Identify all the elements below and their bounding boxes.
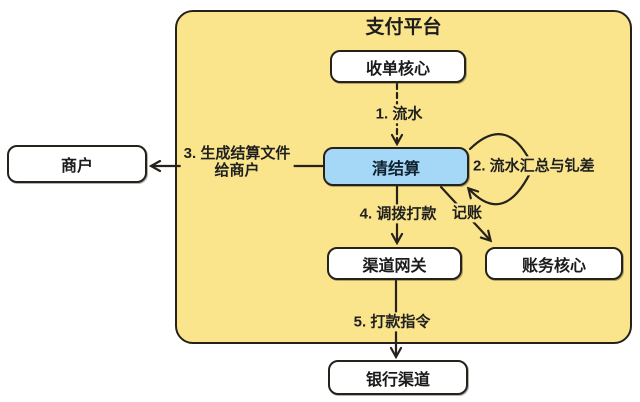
edge-label-payment-order: 5. 打款指令 bbox=[350, 312, 434, 332]
node-acquiring-core: 收单核心 bbox=[330, 50, 466, 83]
edge-label-flow: 1. 流水 bbox=[372, 104, 426, 124]
edge-label-settlement-file-line2: 给商户 bbox=[214, 162, 260, 179]
edge-label-transfer-payment: 4. 调拨打款 bbox=[356, 204, 440, 224]
node-bank-channel: 银行渠道 bbox=[328, 360, 468, 395]
edge-label-bookkeeping: 记账 bbox=[448, 203, 486, 223]
edge-label-settlement-file: 3. 生成结算文件 给商户 bbox=[180, 143, 294, 181]
node-merchant: 商户 bbox=[7, 145, 147, 183]
node-channel-gateway: 渠道网关 bbox=[327, 247, 462, 280]
node-clearing-settlement: 清结算 bbox=[323, 147, 469, 186]
platform-title: 支付平台 bbox=[365, 17, 442, 38]
edge-label-settlement-file-line1: 3. 生成结算文件 bbox=[183, 144, 291, 162]
node-accounting-core: 账务核心 bbox=[485, 247, 623, 280]
edge-label-summary-netting: 2. 流水汇总与钆差 bbox=[470, 156, 598, 176]
